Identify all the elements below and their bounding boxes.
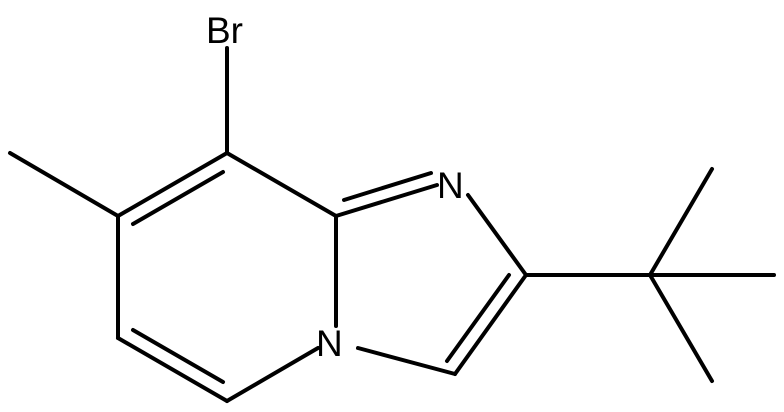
bond-tbu-methyl-top xyxy=(648,167,714,277)
bond-c8a-n1-inner xyxy=(342,171,433,202)
bond-c8-c7-inner xyxy=(131,170,225,226)
bond-c8a-n1 xyxy=(334,183,439,218)
bond-c3-n4 xyxy=(356,346,457,376)
bond-n1-c2 xyxy=(466,193,528,277)
bridgehead-nitrogen-label: N xyxy=(316,323,343,364)
bond-c8-c7 xyxy=(116,151,229,218)
bond-c7-methyl xyxy=(8,151,120,218)
bond-c2-c3-inner xyxy=(445,273,511,363)
imidazole-nitrogen-label: N xyxy=(437,165,464,206)
bond-c8a-c8 xyxy=(225,151,338,218)
bond-tbu-methyl-bottom xyxy=(648,273,714,383)
bond-c2-c3 xyxy=(453,273,528,376)
bond-c6-c5-inner xyxy=(131,328,225,384)
bromine-label: Br xyxy=(206,10,243,51)
bond-c6-c5 xyxy=(116,336,229,403)
bond-c5-n4 xyxy=(225,346,320,403)
